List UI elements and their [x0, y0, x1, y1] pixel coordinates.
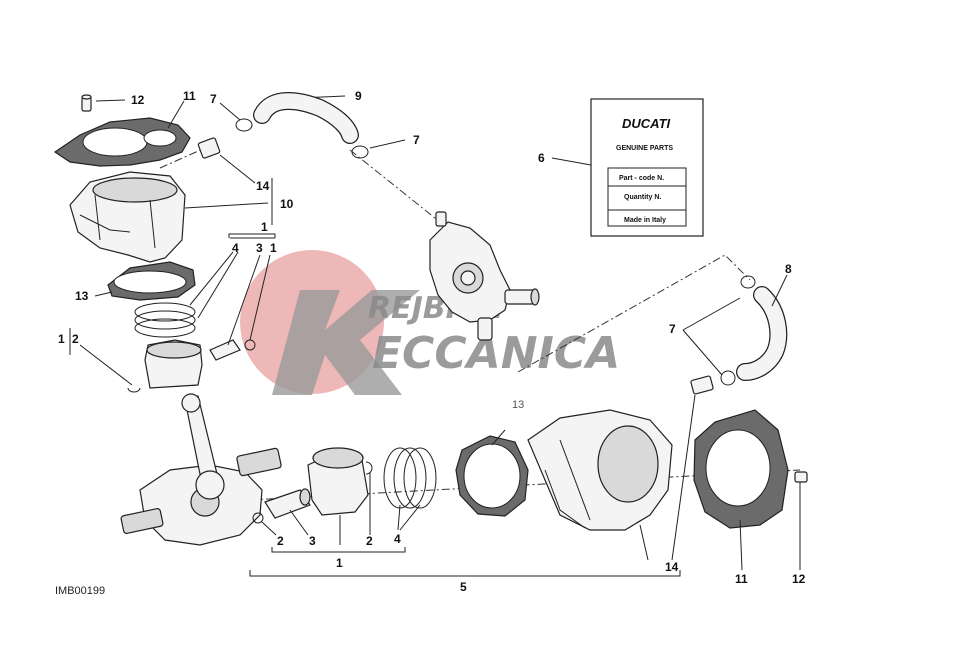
piston-rings-top	[134, 302, 196, 338]
callout-14-bottom: 14	[665, 560, 679, 574]
hose-clamp-right-bottom	[720, 370, 736, 386]
leaders-top-left	[79, 95, 406, 386]
figure-reference: IMB00199	[55, 585, 105, 597]
hose-clamp-top	[235, 118, 253, 132]
cylinder-bottom	[527, 409, 673, 531]
callout-8: 8	[785, 262, 792, 276]
connecting-rod	[181, 393, 225, 500]
group-brackets	[69, 233, 681, 577]
piston-top	[144, 339, 203, 389]
hose-clamp-right-top	[740, 275, 756, 289]
piston-rings-bottom	[383, 447, 437, 509]
leaders-bottom	[261, 429, 801, 571]
callout-7-top: 7	[210, 92, 217, 106]
coolant-hose-right	[736, 286, 788, 381]
callout-5: 5	[460, 580, 467, 594]
head-gasket-bottom	[693, 409, 789, 529]
callout-2-left: 2	[72, 332, 79, 346]
card-row-part-code: Part - code N.	[619, 175, 664, 182]
callout-10: 10	[280, 197, 294, 211]
callout-4-bottom: 4	[394, 532, 401, 546]
water-pump	[429, 211, 540, 341]
base-gasket-right	[455, 435, 529, 517]
callout-12-bottom: 12	[792, 572, 806, 586]
callout-11-top: 11	[183, 89, 196, 103]
dowel-pin-top	[81, 94, 92, 112]
callout-14-top: 14	[256, 179, 270, 193]
callout-1-top: 1	[261, 220, 268, 234]
hose-fitting-top	[197, 137, 221, 159]
watermark-line2: ECCANICA	[372, 328, 620, 379]
callout-3-top: 3	[256, 241, 263, 255]
callout-7-right: 7	[669, 322, 676, 336]
dowel-pin-bottom	[794, 471, 808, 483]
genuine-parts-card: DUCATI GENUINE PARTS Part - code N. Quan…	[551, 98, 704, 237]
callout-13-left: 13	[75, 289, 89, 303]
callout-3-bottom: 3	[309, 534, 316, 548]
hose-fitting-right	[690, 375, 714, 395]
circlip-bottom-left	[252, 512, 264, 524]
leaders-right	[671, 274, 788, 561]
head-gasket-top	[53, 117, 191, 167]
watermark-k-letter	[272, 290, 420, 395]
piston-bottom	[307, 447, 369, 516]
callout-1-bottom: 1	[336, 556, 343, 570]
hose-clamp-middle	[351, 145, 369, 159]
callout-1-top-b: 1	[270, 241, 277, 255]
callout-7-middle: 7	[413, 133, 420, 147]
axis-pump-to-right-hose	[517, 254, 751, 373]
axis-hose-to-pump	[349, 149, 441, 223]
wrist-pin-top	[209, 339, 241, 361]
callout-2-bottom: 2	[277, 534, 284, 548]
callout-2-bottom-b: 2	[366, 534, 373, 548]
base-gasket-left	[107, 261, 196, 301]
callout-11-bottom: 11	[735, 572, 748, 586]
callout-9: 9	[355, 89, 362, 103]
card-row-quantity: Quantity N.	[624, 194, 661, 201]
callout-1-left: 1	[58, 332, 65, 346]
card-row-made-in: Made in Italy	[624, 217, 666, 224]
circlip-bottom-right	[365, 461, 373, 475]
cylinder-top	[69, 171, 186, 263]
coolant-hose-top	[253, 92, 359, 144]
callout-labels: 12 11 7 9 7 14 10 1 4 3 1 13 1 2 6 8 7 1…	[58, 89, 806, 594]
callout-6: 6	[538, 151, 545, 165]
callout-12-top: 12	[131, 93, 145, 107]
circlip-left	[127, 387, 141, 393]
card-subtitle: GENUINE PARTS	[616, 145, 673, 152]
callout-13-right: 13	[512, 399, 524, 411]
callout-4-top: 4	[232, 241, 239, 255]
card-brand: DUCATI	[622, 116, 671, 131]
wrist-pin-bottom	[264, 488, 311, 519]
